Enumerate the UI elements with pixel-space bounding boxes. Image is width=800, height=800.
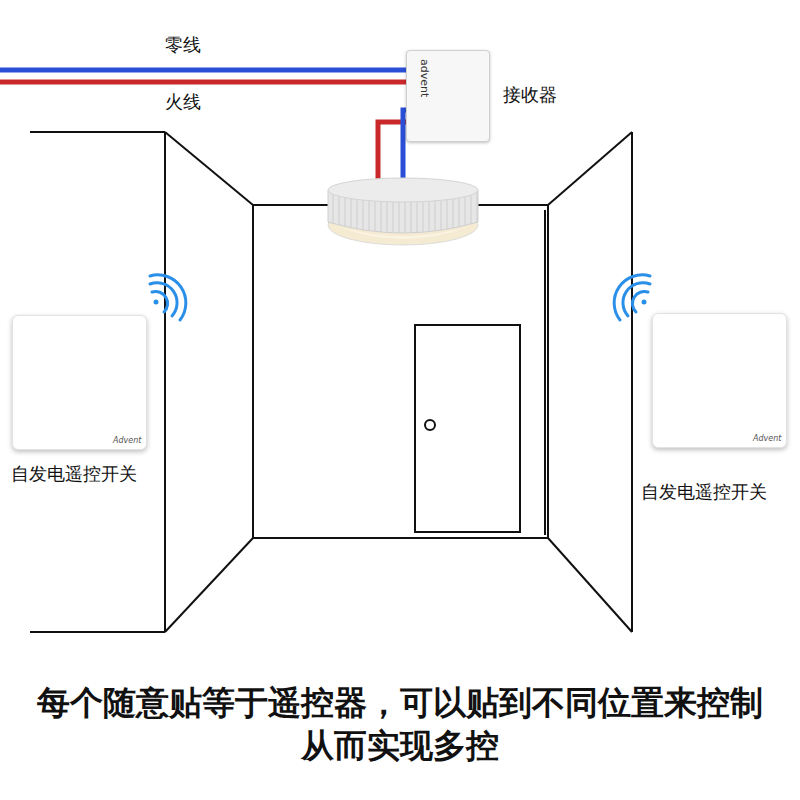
receiver-label: 接收器 bbox=[503, 83, 557, 107]
wire-label: 火线 bbox=[165, 90, 201, 114]
brand-logo: advent bbox=[418, 59, 431, 97]
neutral-wire bbox=[0, 68, 406, 73]
ceiling-lamp bbox=[328, 178, 478, 245]
switch-label: 自发电遥控开关 bbox=[11, 462, 137, 486]
wire-label: 零线 bbox=[165, 33, 201, 57]
remote-switch: Advent自发电遥控开关 bbox=[12, 315, 147, 450]
switch-label: 自发电遥控开关 bbox=[641, 480, 767, 504]
remote-switch: Advent自发电遥控开关 bbox=[652, 313, 787, 448]
brand-logo: Advent bbox=[753, 434, 781, 443]
signal-icon-left bbox=[150, 275, 186, 320]
caption-text: 每个随意贴等于遥控器，可以贴到不同位置来控制 从而实现多控 bbox=[0, 682, 800, 768]
live-wire bbox=[0, 80, 406, 85]
signal-icon-right bbox=[614, 275, 650, 320]
brand-logo: Advent bbox=[113, 436, 141, 445]
receiver-box: advent接收器 bbox=[406, 50, 490, 142]
